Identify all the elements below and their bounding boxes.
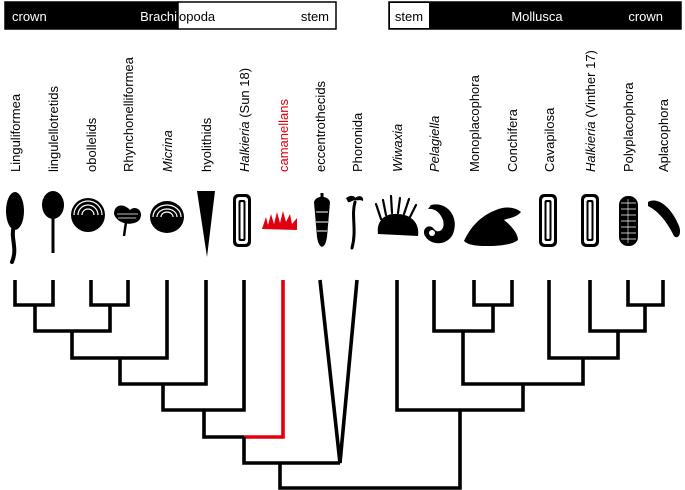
mollusca-bar: stem Mollusca crown [388,1,682,30]
eccentrothecid-silhouette [314,193,330,247]
taxon-label-15: Cavapilosa [542,107,557,172]
clade-plus-tommotiids [242,437,340,465]
mollusca-stem-label: stem [395,9,423,24]
cavapilosa-silhouette [539,194,557,247]
mollusca-name: Mollusca [511,9,563,24]
taxon-label-6: hyolithids [199,117,214,172]
taxon-label-13: Monoplacophora [467,74,482,172]
monoplacophora-conchifera-silhouette [464,207,521,246]
clade-plus-hyolithids [118,280,208,386]
silhouettes [6,191,681,264]
brachiopoda-stem-label: stem [301,9,329,24]
polyplacophora-silhouette [619,196,638,246]
clade-monoplacophora-conchifera [472,280,514,307]
taxon-label-4: Rhynchonelliformea [121,56,136,172]
taxon-label-7: Halkieria (Sun 18) [237,68,252,172]
taxon-label-2: lingulellotretids [46,86,61,172]
halkieria-vinther-silhouette [581,194,599,247]
clade-brachiopod-pairs [33,305,112,333]
taxon-label-12: Pelagiella [427,116,442,172]
linguliformea-silhouette [6,192,24,264]
clade-plus-cavapilosa [547,280,620,360]
phoronida-silhouette [346,195,364,250]
brachiopoda-crown-label: crown [12,9,47,24]
lingulellotretid-silhouette [42,191,64,253]
wiwaxia-silhouette [374,194,419,236]
taxon-label-9: eccentrothecids [313,80,328,172]
micrina-silhouette [150,201,184,233]
clade-plus-halkieria-sun [161,280,246,412]
clade-plus-wiwaxia [395,280,525,412]
taxon-label-14: Conchifera [505,108,520,172]
taxon-label-5: Micrina [160,130,175,172]
clade-plus-camanellans-left [202,410,244,439]
clade-obollelids-rhynchonelliformea [89,280,130,307]
clade-eccentrothecids-phoronida [318,279,359,464]
obollelid-silhouette [71,198,105,232]
mollusca-crown-label: crown [628,9,663,24]
taxon-label-11: Wiwaxia [390,124,405,172]
rhynchonelliform-silhouette [114,205,141,237]
camanellan-branch [244,280,285,439]
taxon-label-8: camanellans [276,99,291,172]
camanellan-silhouette [262,211,297,230]
pelagiella-silhouette [423,204,455,244]
taxon-label-18: Aplacophora [656,98,671,172]
clade-linguliformea-lingulellotretids [13,280,55,307]
brachiopoda-bar: crown Brachi opoda stem [4,1,337,30]
hyolithid-silhouette [197,191,215,257]
brachiopoda-name-dark: Brachi [140,9,177,24]
brachiopoda-name-light: opoda [179,9,216,24]
taxon-labels: Linguliformea lingulellotretids obollelids… [8,50,671,172]
halkieria-sun-silhouette [233,194,251,247]
root-branch [278,410,462,490]
taxon-label-17: Polyplacophora [621,82,636,172]
aplacophora-silhouette [648,200,681,238]
cladogram-tree [13,279,665,490]
taxon-label-10: Phoronida [350,112,365,172]
clade-plus-micrina [70,280,169,360]
clade-polyplacophora-aplacophora [626,280,665,307]
taxon-label-1: Linguliformea [8,93,23,172]
taxon-label-16: Halkieria (Vinther 17) [583,50,598,172]
taxon-label-3: obollelids [84,117,99,172]
